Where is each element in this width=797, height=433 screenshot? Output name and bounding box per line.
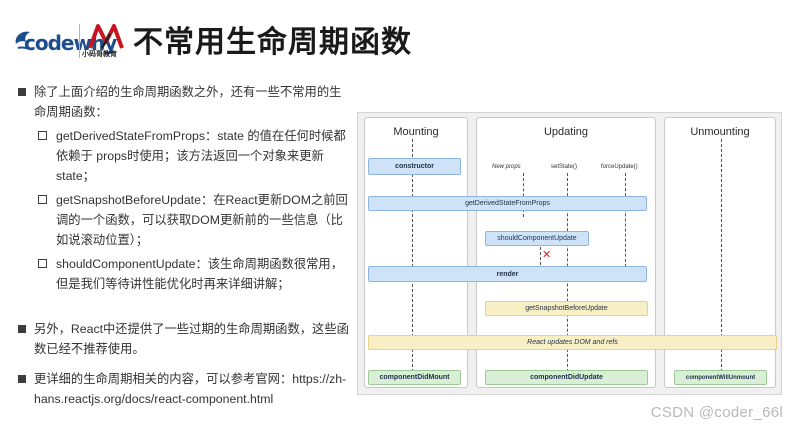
sub-bullet-text: getSnapshotBeforeUpdate：在React更新DOM之前回调的… xyxy=(56,193,348,247)
slide-header: codewhy 小码哥教育 不常用生命周期函数 xyxy=(0,0,797,72)
sub-bullet-item: getSnapshotBeforeUpdate：在React更新DOM之前回调的… xyxy=(18,190,353,250)
brand-subtitle: 小码哥教育 xyxy=(82,50,117,58)
constructor-box: constructor xyxy=(368,158,461,175)
column-title: Updating xyxy=(543,126,589,138)
csdn-watermark: CSDN @coder_66l xyxy=(650,404,783,421)
filled-square-bullet-icon xyxy=(18,325,26,333)
sub-bullet-text: getDerivedStateFromProps：state 的值在任何时候都依… xyxy=(56,129,346,183)
connector-line xyxy=(412,139,413,382)
get-derived-state-from-props-box: getDerivedStateFromProps xyxy=(368,196,647,211)
hollow-square-bullet-icon xyxy=(38,259,47,268)
page-title: 不常用生命周期函数 xyxy=(133,25,412,60)
bullet-item: 除了上面介绍的生命周期函数之外，还有一些不常用的生命周期函数： xyxy=(18,82,353,122)
hollow-square-bullet-icon xyxy=(38,195,47,204)
lifecycle-diagram: Mounting Updating Unmounting New props s… xyxy=(357,112,782,395)
get-snapshot-before-update-box: getSnapshotBeforeUpdate xyxy=(485,301,648,316)
sub-bullet-item: getDerivedStateFromProps：state 的值在任何时候都依… xyxy=(18,126,353,186)
filled-square-bullet-icon xyxy=(18,88,26,96)
render-box: render xyxy=(368,266,647,282)
bullet-text: 除了上面介绍的生命周期函数之外，还有一些不常用的生命周期函数： xyxy=(34,85,342,119)
bullet-item: 更详细的生命周期相关的内容，可以参考官网：https://zh-hans.rea… xyxy=(18,369,353,409)
hollow-square-bullet-icon xyxy=(38,131,47,140)
coderwhy-logo-icon xyxy=(15,31,35,50)
column-title: Mounting xyxy=(393,126,439,138)
bullet-item: 另外，React中还提供了一些过期的生命周期函数，这些函数已经不推荐使用。 xyxy=(18,319,353,359)
set-state-label: setState() xyxy=(551,164,578,170)
filled-square-bullet-icon xyxy=(18,375,26,383)
react-updates-dom-box: React updates DOM and refs xyxy=(368,335,777,350)
logo-divider xyxy=(79,24,80,58)
bullet-text: 更详细的生命周期相关的内容，可以参考官网：https://zh-hans.rea… xyxy=(34,372,347,406)
xiaomage-m-logo-icon xyxy=(88,24,124,49)
cancel-cross-icon: ✕ xyxy=(542,248,552,261)
new-props-label: New props xyxy=(492,164,521,170)
component-did-mount-box: componentDidMount xyxy=(368,370,461,385)
column-title: Unmounting xyxy=(690,126,750,138)
component-will-unmount-box: componentWillUnmount xyxy=(674,370,767,385)
component-did-update-box: componentDidUpdate xyxy=(485,370,648,385)
should-component-update-box: shouldComponentUpdate xyxy=(485,231,589,246)
sub-bullet-text: shouldComponentUpdate：该生命周期函数很常用，但是我们等待讲… xyxy=(56,257,344,291)
force-update-label: forceUpdate() xyxy=(601,164,638,170)
bullet-list: 除了上面介绍的生命周期函数之外，还有一些不常用的生命周期函数： getDeriv… xyxy=(18,82,353,294)
connector-line xyxy=(523,173,524,217)
connector-line xyxy=(625,173,626,277)
connector-line xyxy=(721,139,722,382)
connector-line xyxy=(540,247,541,265)
sub-bullet-item: shouldComponentUpdate：该生命周期函数很常用，但是我们等待讲… xyxy=(18,254,353,294)
bullet-text: 另外，React中还提供了一些过期的生命周期函数，这些函数已经不推荐使用。 xyxy=(34,322,349,356)
